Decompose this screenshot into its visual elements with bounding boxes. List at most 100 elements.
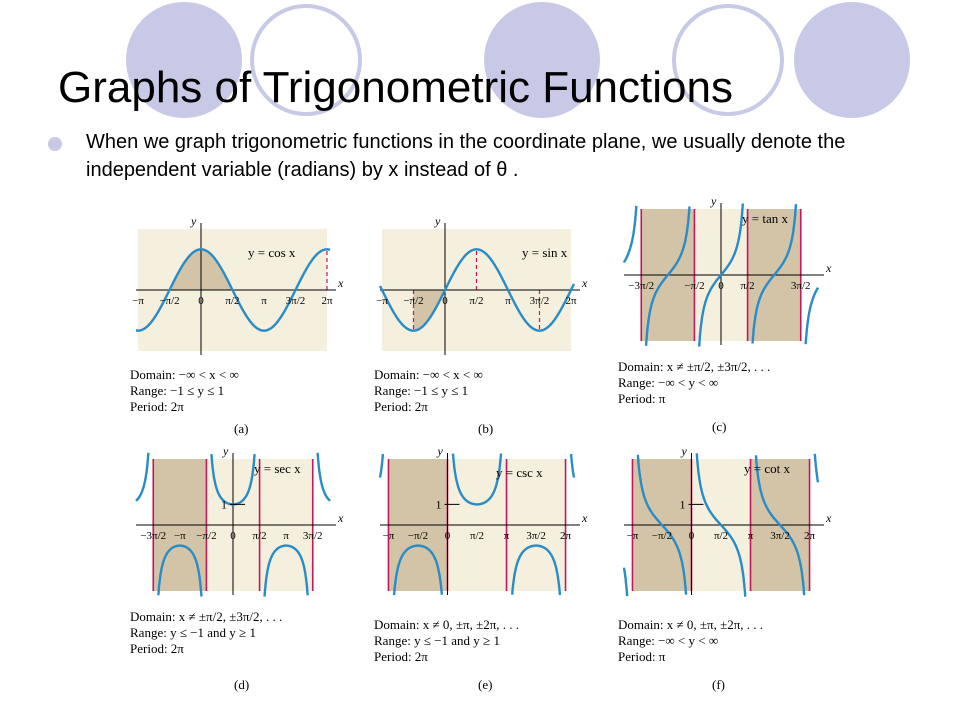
domain-a: Domain: −∞ < x < ∞: [130, 367, 239, 382]
tick-label-e-5: 3π/2: [526, 530, 546, 542]
tick-label-a-2: 0: [198, 295, 204, 307]
caption-b: (b): [478, 421, 494, 436]
tick-label-d-6: 3π/2: [303, 530, 323, 542]
domain-c: Domain: x ≠ ±π/2, ±3π/2, . . .: [618, 359, 771, 374]
tick-label-e-3: π/2: [470, 530, 484, 542]
y-one-label-d: 1: [221, 497, 227, 511]
function-label-c: y = tan x: [742, 211, 788, 226]
shaded-region-b: [413, 290, 446, 331]
range-e: Range: y ≤ −1 and y ≥ 1: [374, 633, 500, 648]
tick-label-d-5: π: [283, 530, 289, 542]
curve-f-3: [754, 455, 806, 596]
y-one-label-e: 1: [435, 497, 441, 511]
function-label-a: y = cos x: [248, 245, 296, 260]
tick-label-c-0: −3π/2: [628, 280, 654, 292]
info-b: Domain: −∞ < x < ∞ Range: −1 ≤ y ≤ 1 Per…: [374, 367, 483, 415]
y-axis-letter-f: y: [680, 444, 687, 458]
curve-e-2: [451, 453, 503, 506]
tick-label-b-0: −π: [376, 295, 388, 307]
tick-label-d-2: −π/2: [196, 530, 216, 542]
tick-label-c-4: 3π/2: [791, 280, 811, 292]
y-one-label-f: 1: [679, 497, 685, 511]
curve-b-0: [378, 248, 576, 332]
range-c: Range: −∞ < y < ∞: [618, 375, 719, 390]
curve-e-3: [511, 544, 562, 596]
tick-label-d-0: −3π/2: [140, 530, 166, 542]
deco-circle-5: [794, 2, 910, 118]
tick-label-b-2: 0: [442, 295, 448, 307]
tick-label-b-5: 3π/2: [530, 295, 550, 307]
caption-c: (c): [712, 419, 727, 434]
curve-c-0: [622, 205, 638, 263]
deco-circle-3: [484, 2, 600, 118]
caption-f: (f): [712, 677, 725, 692]
info-d: Domain: x ≠ ±π/2, ±3π/2, . . . Range: y …: [130, 609, 282, 657]
deco-circle-1: [126, 2, 242, 118]
curve-e-0: [378, 454, 385, 478]
range-a: Range: −1 ≤ y ≤ 1: [130, 383, 225, 398]
domain-e: Domain: x ≠ 0, ±π, ±2π, . . .: [374, 617, 520, 632]
curve-e-1: [392, 544, 443, 596]
period-b: Period: 2π: [374, 399, 428, 414]
range-b: Range: −1 ≤ y ≤ 1: [374, 383, 469, 398]
tick-label-c-2: 0: [718, 280, 724, 292]
caption-d: (d): [234, 677, 250, 692]
tick-label-b-4: π: [505, 295, 511, 307]
curve-f-4: [813, 453, 820, 483]
y-axis-letter-a: y: [190, 214, 197, 228]
curve-a-0: [135, 248, 331, 332]
period-f: Period: π: [618, 649, 666, 664]
range-f: Range: −∞ < y < ∞: [618, 633, 719, 648]
info-e: Domain: x ≠ 0, ±π, ±2π, . . . Range: y ≤…: [374, 617, 519, 665]
y-axis-letter-b: y: [434, 214, 441, 228]
period-c: Period: π: [618, 391, 666, 406]
y-axis-letter-c: y: [710, 194, 717, 208]
period-a: Period: 2π: [130, 399, 184, 414]
function-label-f: y = cot x: [744, 461, 790, 476]
deco-circle-4: [672, 4, 784, 116]
tick-label-d-3: 0: [230, 530, 236, 542]
x-axis-letter-e: x: [581, 511, 588, 525]
tick-label-b-6: 2π: [565, 295, 577, 307]
function-label-d: y = sec x: [254, 461, 301, 476]
y-axis-letter-d: y: [222, 444, 229, 458]
period-e: Period: 2π: [374, 649, 428, 664]
bullet-icon: [48, 137, 62, 151]
decorative-circles: [126, 2, 910, 118]
tick-label-e-2: 0: [445, 530, 451, 542]
tick-label-c-1: −π/2: [684, 280, 704, 292]
tick-label-e-1: −π/2: [408, 530, 428, 542]
curve-c-2: [698, 203, 744, 347]
deco-circle-2: [250, 4, 362, 116]
x-axis-letter-a: x: [337, 276, 344, 290]
domain-b: Domain: −∞ < x < ∞: [374, 367, 483, 382]
tick-label-e-6: 2π: [560, 530, 572, 542]
info-f: Domain: x ≠ 0, ±π, ±2π, . . . Range: −∞ …: [618, 617, 763, 665]
period-d: Period: 2π: [130, 641, 184, 656]
curve-e-4: [569, 454, 576, 478]
domain-f: Domain: x ≠ 0, ±π, ±2π, . . .: [618, 617, 764, 632]
info-a: Domain: −∞ < x < ∞ Range: −1 ≤ y ≤ 1 Per…: [130, 367, 239, 415]
curve-c-1: [644, 206, 691, 346]
tick-label-e-4: π: [504, 530, 510, 542]
curve-f-2: [695, 453, 747, 597]
bullet-text: When we graph trigonometric functions in…: [86, 131, 846, 181]
tick-label-b-1: −π/2: [403, 295, 423, 307]
tick-label-a-3: π/2: [225, 295, 239, 307]
tick-label-a-0: −π: [132, 295, 144, 307]
x-axis-letter-d: x: [337, 511, 344, 525]
x-axis-letter-b: x: [581, 276, 588, 290]
caption-a: (a): [234, 421, 249, 436]
tick-label-d-1: −π: [174, 530, 186, 542]
curve-c-3: [751, 204, 798, 344]
